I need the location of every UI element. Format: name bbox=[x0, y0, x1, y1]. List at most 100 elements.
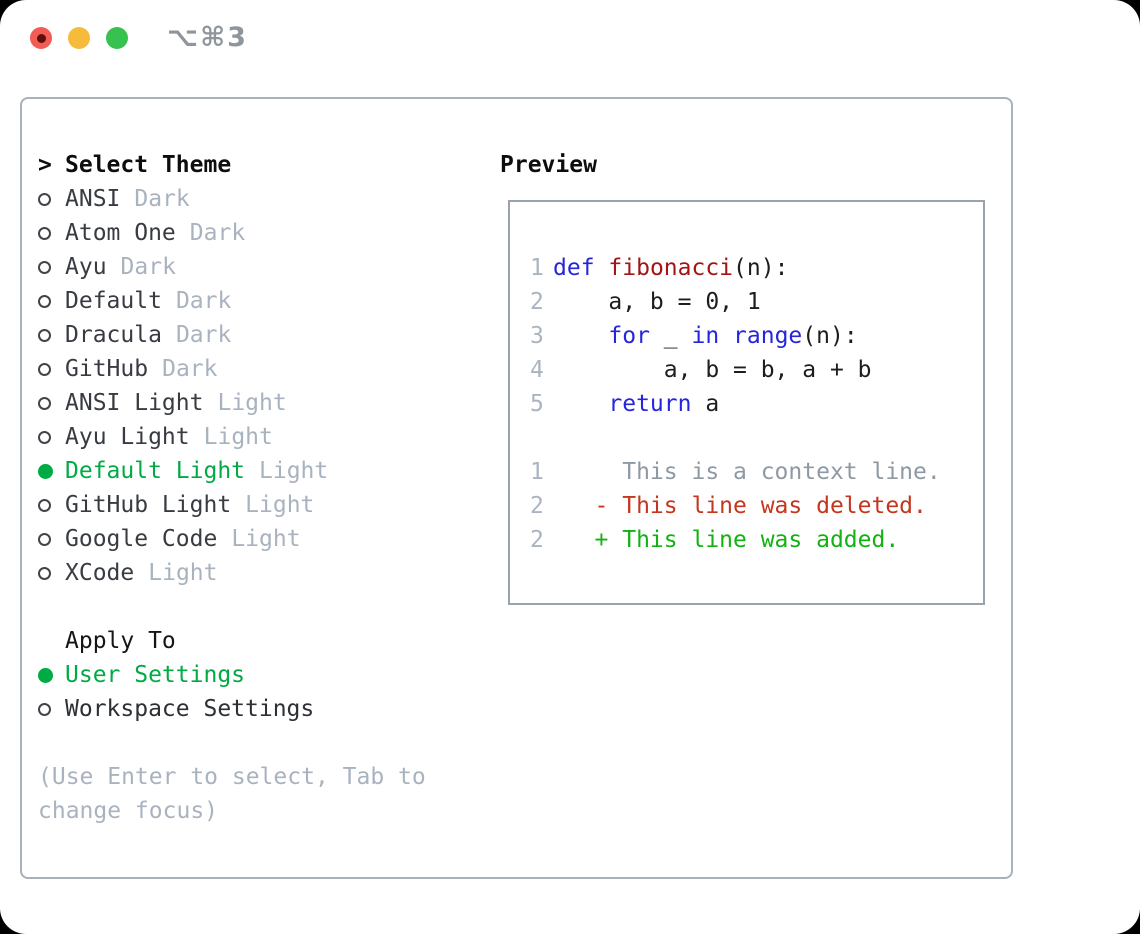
code-token: (n): bbox=[733, 255, 789, 281]
minimize-button[interactable] bbox=[68, 27, 90, 49]
preview-line: 5 return a bbox=[530, 387, 983, 421]
code-token bbox=[719, 323, 733, 349]
theme-name: GitHub bbox=[65, 356, 149, 382]
radio-icon bbox=[38, 488, 65, 522]
preview-title: Preview bbox=[500, 152, 597, 178]
preview-line: 2 - This line was deleted. bbox=[530, 489, 983, 523]
radio-circle bbox=[38, 294, 51, 308]
radio-icon bbox=[38, 420, 65, 454]
theme-variant-label: Dark bbox=[120, 254, 176, 280]
code-token: return bbox=[608, 391, 692, 417]
line-number: 5 bbox=[530, 391, 544, 417]
theme-variant-label: Dark bbox=[134, 186, 190, 212]
theme-name: Ayu bbox=[65, 254, 107, 280]
line-number: 2 bbox=[530, 527, 544, 553]
radio-circle bbox=[38, 532, 51, 546]
line-number: 1 bbox=[530, 255, 544, 281]
code-token: This is a context line. bbox=[553, 459, 941, 485]
code-token bbox=[553, 391, 608, 417]
zoom-button[interactable] bbox=[106, 27, 128, 49]
theme-name: Default bbox=[65, 288, 162, 314]
line-number: 2 bbox=[530, 493, 544, 519]
theme-option-ayu[interactable]: Ayu Dark bbox=[38, 250, 328, 284]
radio-icon bbox=[38, 250, 65, 284]
theme-variant-label: Light bbox=[245, 492, 315, 518]
line-number: 1 bbox=[530, 459, 544, 485]
preview-line: 4 a, b = b, a + b bbox=[530, 353, 983, 387]
apply-to-title: Apply To bbox=[65, 628, 176, 654]
preview-line: 2 + This line was added. bbox=[530, 523, 983, 557]
apply-option-workspace-settings[interactable]: Workspace Settings bbox=[38, 692, 314, 726]
radio-selected-icon bbox=[38, 658, 65, 692]
theme-name: Dracula bbox=[65, 322, 162, 348]
line-number: 3 bbox=[530, 323, 544, 349]
close-button[interactable] bbox=[30, 27, 52, 49]
code-token: (n): bbox=[802, 323, 858, 349]
code-token bbox=[553, 323, 608, 349]
radio-circle bbox=[38, 362, 51, 376]
radio-icon bbox=[38, 522, 65, 556]
radio-circle bbox=[38, 463, 53, 479]
theme-name: ANSI bbox=[65, 186, 121, 212]
theme-name: Default Light bbox=[65, 458, 246, 484]
code-token: + This line was added. bbox=[553, 527, 900, 553]
radio-circle bbox=[38, 396, 51, 410]
code-token: a, b = b, a + b bbox=[553, 357, 872, 383]
radio-icon bbox=[38, 216, 65, 250]
theme-name: XCode bbox=[65, 560, 135, 586]
code-token: a, b = 0, 1 bbox=[553, 289, 761, 315]
theme-option-ansi[interactable]: ANSI Dark bbox=[38, 182, 328, 216]
theme-name: Ayu Light bbox=[65, 424, 190, 450]
traffic-lights bbox=[30, 27, 128, 49]
apply-option-label: Workspace Settings bbox=[65, 696, 315, 722]
radio-circle bbox=[38, 226, 51, 240]
code-token: fibonacci bbox=[608, 255, 734, 281]
radio-icon bbox=[38, 352, 65, 386]
prompt-marker-icon: > bbox=[38, 152, 52, 178]
window-title: ⌥⌘3 bbox=[167, 22, 248, 53]
radio-icon bbox=[38, 386, 65, 420]
code-token: a bbox=[691, 391, 720, 417]
radio-circle bbox=[38, 192, 51, 206]
line-number: 2 bbox=[530, 289, 544, 315]
code-token bbox=[595, 255, 609, 281]
radio-icon bbox=[38, 692, 65, 726]
theme-name: ANSI Light bbox=[65, 390, 204, 416]
preview-line: 3 for _ in range(n): bbox=[530, 319, 983, 353]
code-token: - This line was deleted. bbox=[553, 493, 927, 519]
theme-name: Atom One bbox=[65, 220, 176, 246]
code-token: def bbox=[553, 255, 595, 281]
apply-option-user-settings[interactable]: User Settings bbox=[38, 658, 314, 692]
apply-option-label: User Settings bbox=[65, 662, 246, 688]
radio-icon bbox=[38, 284, 65, 318]
code-token: range bbox=[733, 323, 803, 349]
theme-variant-label: Light bbox=[259, 458, 329, 484]
preview-line bbox=[530, 421, 983, 455]
theme-option-ayu-light[interactable]: Ayu Light Light bbox=[38, 420, 328, 454]
keyboard-hint: (Use Enter to select, Tab to change focu… bbox=[38, 764, 426, 824]
theme-option-default-light[interactable]: Default Light Light bbox=[38, 454, 328, 488]
radio-icon bbox=[38, 318, 65, 352]
radio-icon bbox=[38, 556, 65, 590]
theme-variant-label: Light bbox=[203, 424, 273, 450]
theme-variant-label: Light bbox=[231, 526, 301, 552]
radio-circle bbox=[38, 566, 51, 580]
select-theme-title: Select Theme bbox=[65, 152, 232, 178]
close-dot-icon bbox=[36, 33, 46, 43]
apply-to-marker-spacer bbox=[38, 624, 65, 658]
preview-line: 1 This is a context line. bbox=[530, 455, 983, 489]
